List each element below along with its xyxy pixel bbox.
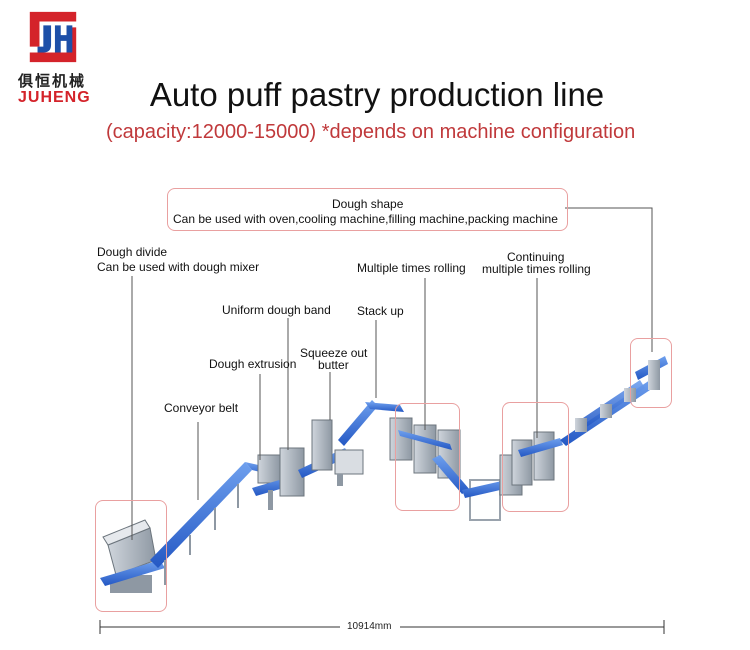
label-continuing-rolling: multiple times rolling [482,262,591,276]
label-conveyor-belt: Conveyor belt [164,401,238,415]
callout-box-continuing-rolling [502,402,569,512]
label-dough-divide: Dough divide [97,245,167,259]
label-uniform-dough-band: Uniform dough band [222,303,331,317]
callout-box-dough-divide [95,500,167,612]
label-dough-shape-title: Dough shape [332,197,403,211]
label-dough-extrusion: Dough extrusion [209,357,296,371]
dimension-label: 10914mm [347,621,391,632]
label-stack-up: Stack up [357,304,404,318]
label-dough-shape-desc: Can be used with oven,cooling machine,fi… [173,212,558,226]
callout-box-multiple-rolling [395,403,460,511]
label-dough-mixer: Can be used with dough mixer [97,260,259,274]
leader-lines [132,208,652,540]
label-butter: butter [318,358,349,372]
callout-box-end [630,338,672,408]
label-multiple-rolling: Multiple times rolling [357,261,466,275]
